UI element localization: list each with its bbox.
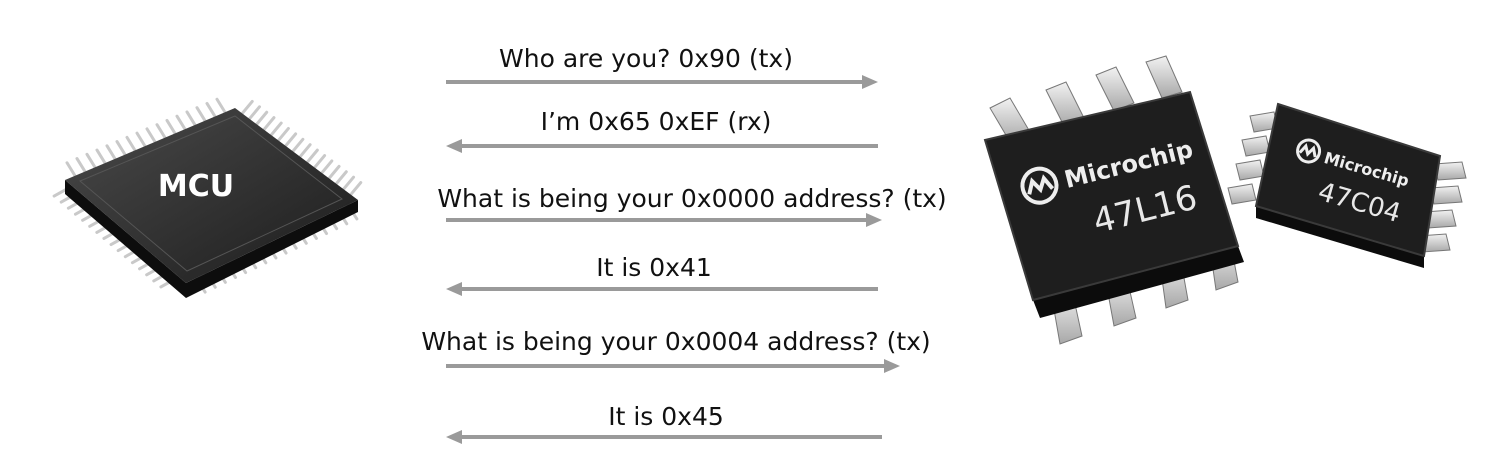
chip-body — [1254, 102, 1442, 258]
arrow-head-left — [446, 282, 462, 296]
mcu-pin — [269, 121, 283, 137]
mcu-pin — [205, 101, 217, 118]
mcu-pin — [298, 143, 312, 159]
message-6: It is 0x45 — [446, 402, 882, 444]
mcu-pin — [313, 154, 327, 170]
mcu-chip: MCU — [52, 97, 363, 298]
mcu-pin — [155, 123, 167, 140]
message-label: Who are you? 0x90 (tx) — [499, 44, 793, 73]
mcu-pin — [135, 131, 147, 148]
message-2: I’m 0x65 0xEF (rx) — [446, 107, 878, 153]
message-label: It is 0x41 — [596, 253, 712, 282]
mcu-pin — [185, 110, 197, 127]
eeprom-chip-47l16: Microchip 47L16 — [983, 55, 1244, 345]
message-label: What is being your 0x0000 address? (tx) — [437, 184, 946, 213]
mcu-pin — [276, 126, 290, 142]
message-4: It is 0x41 — [446, 253, 878, 296]
mcu-pin — [105, 144, 117, 161]
mcu-pin — [175, 114, 187, 131]
mcu-pin — [115, 140, 127, 157]
mcu-pin — [305, 148, 319, 164]
message-sequence: Who are you? 0x90 (tx) I’m 0x65 0xEF (rx… — [421, 44, 947, 444]
mcu-body-top — [65, 108, 358, 283]
mcu-pin — [284, 132, 298, 148]
mcu-body-side — [65, 180, 358, 298]
mcu-pin — [291, 137, 305, 153]
mcu-pin — [95, 148, 107, 165]
message-label: What is being your 0x0004 address? (tx) — [421, 327, 930, 356]
message-1: Who are you? 0x90 (tx) — [446, 44, 878, 89]
mcu-pin — [75, 157, 87, 174]
mcu-pin — [195, 106, 207, 123]
mcu-pin — [125, 135, 137, 152]
microchip-logo-icon — [1020, 166, 1059, 205]
arrow-head-right — [866, 213, 882, 227]
message-label: I’m 0x65 0xEF (rx) — [541, 107, 772, 136]
mcu-pin — [349, 181, 363, 197]
mcu-pin — [240, 99, 254, 115]
mcu-pin — [262, 116, 276, 132]
mcu-pin — [85, 152, 97, 169]
mcu-pin — [255, 110, 269, 126]
message-label: It is 0x45 — [608, 402, 724, 431]
message-3: What is being your 0x0000 address? (tx) — [437, 184, 947, 227]
microchip-logo-icon — [1296, 138, 1322, 164]
mcu-pin — [334, 170, 348, 186]
mcu-pin — [327, 164, 341, 180]
mcu-label: MCU — [158, 169, 234, 204]
mcu-pin — [145, 127, 157, 144]
arrow-head-left — [446, 430, 462, 444]
mcu-pin — [65, 161, 77, 178]
mcu-pin — [342, 175, 356, 191]
eeprom-chip-47c04: Microchip 47C04 — [1227, 102, 1467, 268]
arrow-head-left — [446, 139, 462, 153]
mcu-pin — [165, 118, 177, 135]
chip-pins-left — [1227, 111, 1279, 205]
arrow-head-right — [862, 75, 878, 89]
message-5: What is being your 0x0004 address? (tx) — [421, 327, 931, 373]
arrow-head-right — [884, 359, 900, 373]
mcu-pin — [320, 159, 334, 175]
chip-body — [983, 90, 1240, 302]
mcu-pin — [247, 105, 261, 121]
mcu-pin — [215, 97, 227, 114]
